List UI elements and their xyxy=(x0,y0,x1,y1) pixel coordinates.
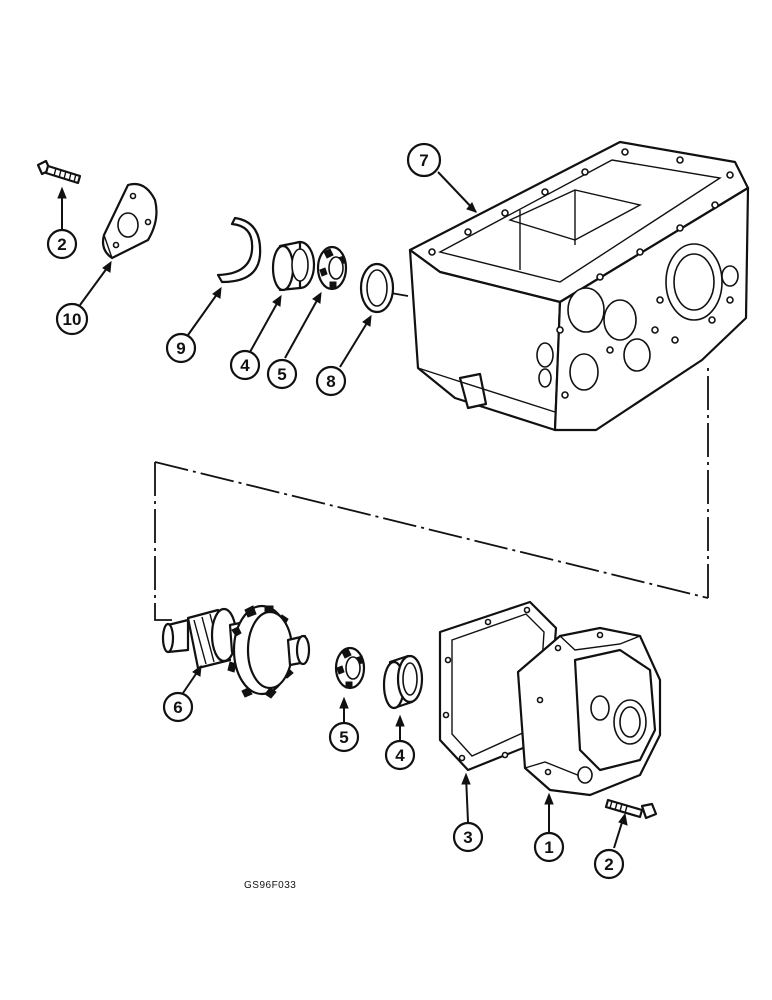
svg-text:6: 6 xyxy=(173,698,182,717)
assembly-guide-lines xyxy=(154,291,709,621)
callout-1: 1 xyxy=(533,831,565,863)
callout-2-top: 2 xyxy=(46,228,78,260)
callout-10: 10 xyxy=(55,302,89,336)
svg-text:10: 10 xyxy=(63,310,82,329)
gear-cluster-shaft xyxy=(161,604,311,699)
retainer-plate xyxy=(101,182,158,260)
callout-4-top: 4 xyxy=(229,349,261,381)
svg-text:4: 4 xyxy=(395,746,405,765)
seal-ring xyxy=(359,262,395,314)
bolt-bottom xyxy=(604,798,658,820)
svg-text:7: 7 xyxy=(419,151,428,170)
svg-text:8: 8 xyxy=(326,372,335,391)
svg-text:5: 5 xyxy=(339,728,348,747)
callout-3: 3 xyxy=(452,821,484,853)
snap-ring xyxy=(216,216,262,284)
svg-text:4: 4 xyxy=(240,356,250,375)
callout-9: 9 xyxy=(165,332,197,364)
leader-lines xyxy=(57,171,628,849)
svg-text:1: 1 xyxy=(544,838,553,857)
callout-7: 7 xyxy=(406,142,442,178)
svg-text:2: 2 xyxy=(604,855,613,874)
bearing-cone-bottom xyxy=(334,646,366,690)
bolt-top xyxy=(36,159,82,185)
callout-4-bottom: 4 xyxy=(384,739,416,771)
figure-code: GS96F033 xyxy=(244,880,296,891)
svg-text:5: 5 xyxy=(277,365,286,384)
callout-5-top: 5 xyxy=(266,358,298,390)
callout-2-bottom: 2 xyxy=(593,848,625,880)
svg-text:2: 2 xyxy=(57,235,66,254)
svg-text:3: 3 xyxy=(463,828,472,847)
svg-text:9: 9 xyxy=(176,339,185,358)
bearing-cup-top xyxy=(271,240,316,292)
transmission-housing xyxy=(408,140,750,432)
rear-cover xyxy=(516,626,662,797)
callout-6: 6 xyxy=(162,691,194,723)
bearing-cone-top xyxy=(316,245,348,291)
callout-5-bottom: 5 xyxy=(328,721,360,753)
bearing-cup-bottom xyxy=(382,654,424,710)
callout-8: 8 xyxy=(315,365,347,397)
